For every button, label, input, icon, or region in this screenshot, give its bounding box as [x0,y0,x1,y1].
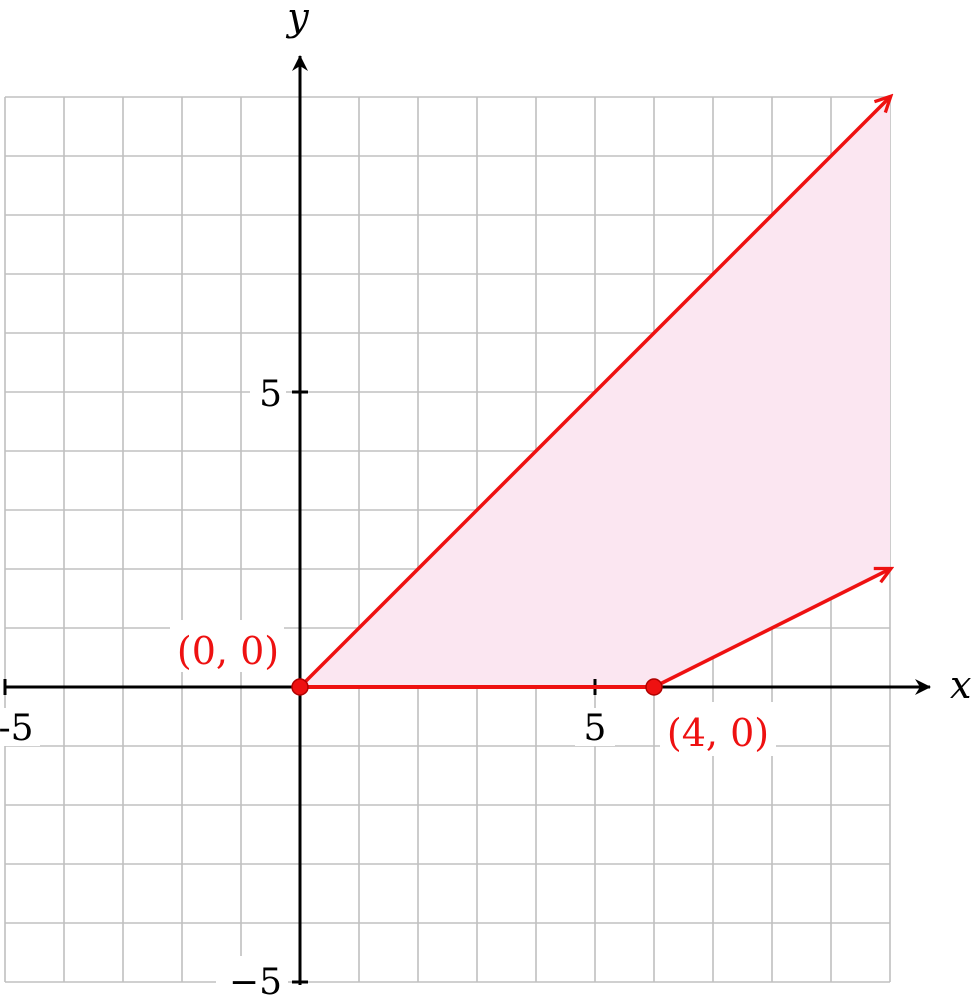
point-label-origin: (0, 0) [177,629,279,673]
y-axis-label: y [285,0,309,39]
tick-label-background [216,956,288,1000]
point-label-vertex: (4, 0) [667,711,769,755]
point-vertex-dot [645,678,663,696]
point-label-background [170,620,284,672]
region-boundary [298,97,890,689]
point-origin-dot [291,678,309,696]
x-tick-label-neg5: -5 [0,708,34,749]
x-tick-label-5: 5 [584,708,607,749]
tick-label-background [250,370,286,412]
point-origin [291,678,309,696]
point-vertex [645,678,663,696]
x-axis-label: x [950,663,971,707]
y-tick-label-5: 5 [259,374,282,415]
boundary-ray-diagonal [298,97,890,689]
y-tick-label-neg5: −5 [229,962,282,1000]
boundary-ray-lower [653,569,890,689]
tick-label-background [575,708,615,746]
tick-label-background [0,708,40,746]
point-label-background [660,702,776,756]
